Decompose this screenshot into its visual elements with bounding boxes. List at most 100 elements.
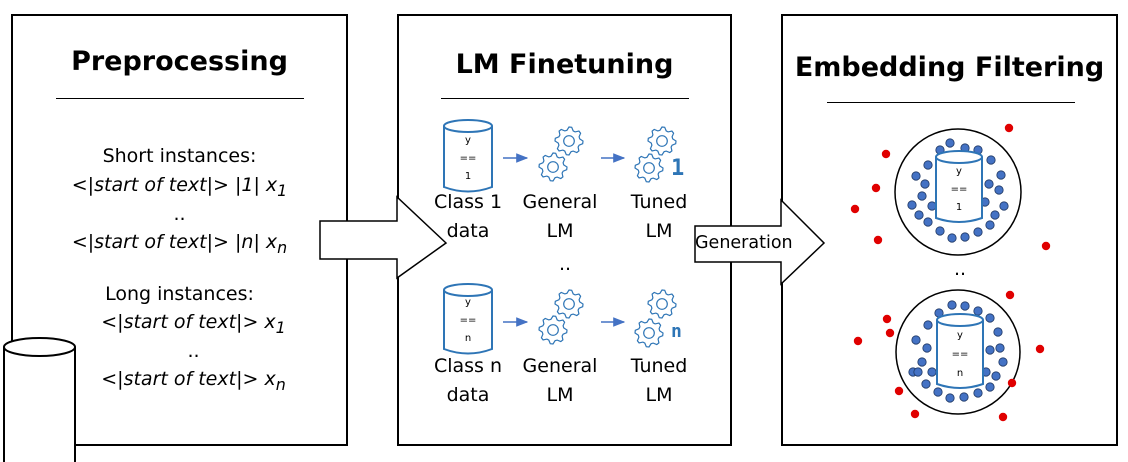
tuned-label: Tuned <box>630 191 688 213</box>
tuned-label: Tuned <box>630 355 688 377</box>
gear-icon <box>634 126 677 183</box>
blue-point <box>907 200 917 210</box>
blue-point <box>986 155 996 165</box>
class-n-cylinder-eq: == <box>459 315 477 326</box>
blue-point <box>984 179 994 189</box>
gear-icon <box>538 289 584 345</box>
blue-point <box>960 232 970 242</box>
tuned-lm-label-n: Tuned LM <box>609 352 709 410</box>
finetuning-panel: LM Finetuning <box>397 14 732 446</box>
blue-point <box>995 343 1005 353</box>
generation-arrow <box>694 198 826 286</box>
blue-point <box>945 138 955 148</box>
blue-point <box>990 210 1000 220</box>
start-token: start of text <box>123 311 237 333</box>
gear-hub <box>547 161 559 173</box>
class-n-cylinder-value: n <box>464 333 472 344</box>
red-point <box>1007 378 1017 388</box>
red-point <box>871 183 881 193</box>
tuned-badge-n: n <box>671 321 682 342</box>
blue-point <box>985 313 995 323</box>
short-instances-header: Short instances: <box>102 145 257 167</box>
general-label: General <box>522 191 598 213</box>
red-point <box>998 412 1008 422</box>
blue-point <box>947 233 957 243</box>
gear-hub <box>563 135 575 147</box>
filtered-cylinder-n-y: y <box>957 330 963 341</box>
blue-point <box>920 179 930 189</box>
gear-icon <box>538 126 584 182</box>
x-var: x <box>264 311 276 333</box>
red-point <box>1004 123 1014 133</box>
tuned-lm-label-1: Tuned LM <box>609 188 709 246</box>
blue-point <box>973 227 983 237</box>
filtering-title: Embedding Filtering <box>794 52 1105 83</box>
red-point <box>910 409 920 419</box>
generation-label: Generation <box>695 233 793 253</box>
long-instances-header: Long instances: <box>105 283 254 305</box>
filtered-cylinder-1-y: y <box>956 166 962 177</box>
blue-point <box>985 382 995 392</box>
blue-point <box>921 379 931 389</box>
filtered-out-points <box>850 123 1051 422</box>
blue-point <box>973 306 983 316</box>
blue-point <box>917 357 927 367</box>
lm-label: LM <box>546 384 574 406</box>
data-label: data <box>446 384 490 406</box>
class-n-data-label: Class n data <box>414 352 522 410</box>
blue-point <box>994 185 1004 195</box>
blue-point <box>985 345 995 355</box>
blue-point <box>996 170 1006 180</box>
general-lm-label-1: General LM <box>510 188 610 246</box>
gear-hub <box>547 324 559 336</box>
blue-point <box>960 301 970 311</box>
short-instance-n: <|start of text|> |n| xn <box>71 231 288 257</box>
lm-label: LM <box>645 220 673 242</box>
filtered-cylinder-n-eq: == <box>951 349 969 360</box>
class-1-cylinder-eq: == <box>459 153 477 164</box>
filtered-cylinder-1-eq: == <box>950 184 968 195</box>
blue-point <box>911 335 921 345</box>
blue-point <box>998 357 1008 367</box>
red-point <box>1041 241 1051 251</box>
start-token: start of text <box>123 368 237 390</box>
gear-icon <box>634 289 677 348</box>
data-label: data <box>446 220 490 242</box>
long-instance-1: <|start of text|> x1 <box>101 311 286 337</box>
lm-label: LM <box>645 384 673 406</box>
gear-hub <box>656 298 668 310</box>
filtering-title-rule <box>827 102 1075 103</box>
blue-point <box>914 210 924 220</box>
gear-hub <box>643 327 655 339</box>
x-var: x <box>264 368 276 390</box>
red-point <box>882 314 892 324</box>
red-point <box>1035 344 1045 354</box>
blue-point <box>985 220 995 230</box>
blue-point <box>999 201 1009 211</box>
filtered-class-n-cylinder <box>936 313 984 389</box>
start-token: start of text <box>94 231 207 253</box>
preprocessing-title: Preprocessing <box>71 46 288 77</box>
lm-label: LM <box>546 220 574 242</box>
x-var: x <box>265 174 278 196</box>
blue-point <box>993 327 1003 337</box>
general-lm-label-n: General LM <box>510 352 610 410</box>
blue-point <box>945 393 955 403</box>
arrow-preprocessing-to-finetuning <box>319 195 448 280</box>
short-ellipsis: .. <box>173 203 186 225</box>
red-point <box>881 149 891 159</box>
class-1-cylinder-value: 1 <box>464 171 472 182</box>
start-token: start of text <box>94 174 207 196</box>
label-1: 1 <box>241 174 254 196</box>
class-1-cylinder-y: y <box>465 135 471 146</box>
blue-point <box>917 191 927 201</box>
database-icon <box>3 337 76 462</box>
short-instance-1: <|start of text|> |1| x1 <box>71 174 288 200</box>
class-n-label: Class n <box>433 355 503 377</box>
long-ellipsis: .. <box>187 340 200 362</box>
label-n: n <box>241 231 254 253</box>
x-index-n: n <box>277 237 288 257</box>
preprocessing-title-rule <box>56 98 304 99</box>
red-point <box>853 336 863 346</box>
gear-hub <box>656 135 668 147</box>
